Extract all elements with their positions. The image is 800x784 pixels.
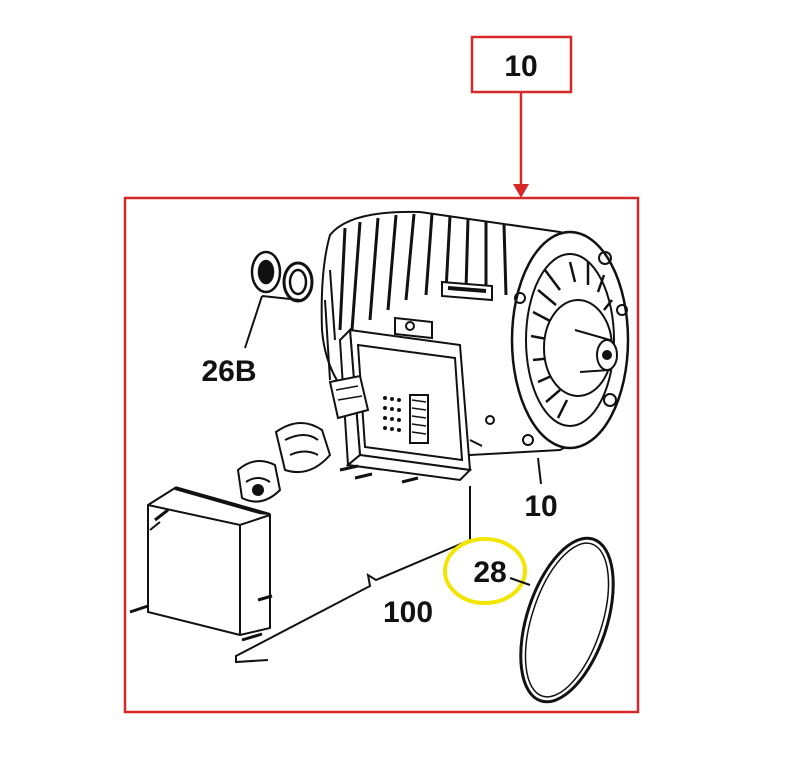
gasket-pair bbox=[250, 250, 314, 303]
o-ring-label: 28 bbox=[473, 556, 506, 589]
motor-leader-line bbox=[537, 457, 542, 485]
gasket-pair-label: 26B bbox=[201, 355, 256, 388]
o-ring bbox=[519, 536, 615, 704]
assembly-frame bbox=[123, 196, 640, 714]
top-callout-box bbox=[470, 35, 573, 94]
cable-gland bbox=[236, 422, 332, 503]
gasket-leader-line bbox=[244, 295, 301, 349]
assembly-bracket-line bbox=[235, 486, 471, 664]
assembly-label: 100 bbox=[383, 596, 433, 629]
cover-plate bbox=[129, 486, 273, 642]
highlight-circle bbox=[443, 537, 527, 605]
callout-arrow-head bbox=[513, 184, 529, 198]
electronics-box bbox=[328, 327, 473, 484]
motor-label: 10 bbox=[524, 490, 557, 523]
o-ring-leader-line bbox=[509, 577, 531, 586]
top-callout-label: 10 bbox=[504, 50, 537, 83]
